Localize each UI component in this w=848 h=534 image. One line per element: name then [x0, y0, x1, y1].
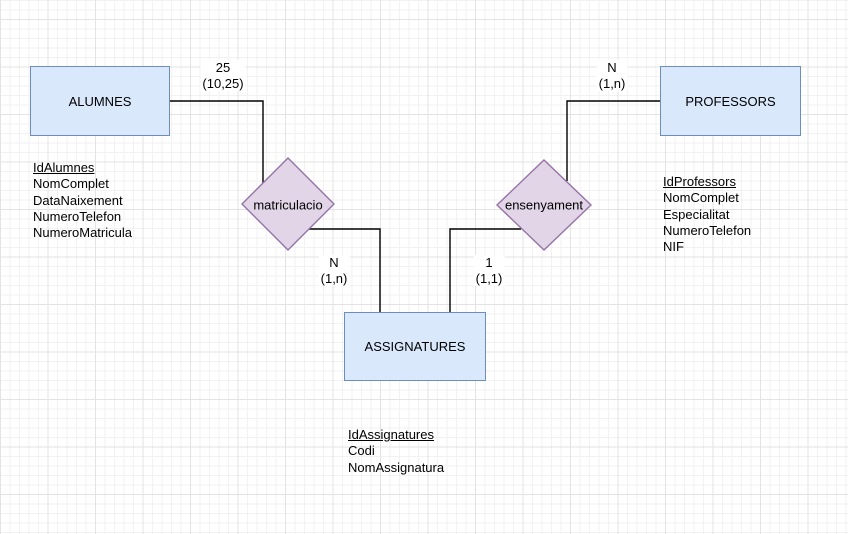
attribute-list-assignatures[interactable]: IdAssignatures Codi NomAssignatura	[348, 427, 444, 476]
connector-alumnes-matriculacio[interactable]	[170, 100, 264, 184]
relationship-label-matriculacio[interactable]: matriculacio	[253, 197, 323, 213]
cardinality-value: N	[329, 255, 339, 270]
attribute-item: NIF	[663, 239, 684, 255]
entity-assignatures-label: ASSIGNATURES	[364, 339, 466, 354]
cardinality-value: 1	[485, 255, 493, 270]
attribute-item: Codi	[348, 443, 375, 459]
attribute-item: NomAssignatura	[348, 459, 445, 475]
attribute-list-alumnes[interactable]: IdAlumnes NomComplet DataNaixement Numer…	[33, 160, 132, 241]
cardinality-professors-ensenyament[interactable]: N (1,n)	[596, 60, 628, 91]
cardinality-value: 25	[215, 60, 231, 75]
attribute-pk-assignatures: IdAssignatures	[348, 427, 434, 442]
entity-professors-label: PROFESSORS	[685, 93, 776, 109]
attribute-item: NomComplet	[663, 190, 739, 206]
entity-alumnes-label: ALUMNES	[68, 93, 132, 109]
attribute-item: NumeroTelefon	[663, 222, 752, 238]
entity-assignatures[interactable]: ASSIGNATURES	[344, 312, 486, 381]
attribute-item: NumeroTelefon	[33, 208, 122, 224]
cardinality-range: (1,n)	[320, 270, 348, 286]
cardinality-range: (10,25)	[202, 75, 244, 91]
connector-matriculacio-assignatures[interactable]	[309, 228, 381, 312]
cardinality-ensenyament-assignatures[interactable]: 1 (1,1)	[473, 255, 505, 286]
cardinality-range: (1,n)	[598, 75, 626, 91]
cardinality-value: N	[607, 60, 617, 75]
cardinality-matriculacio-assignatures[interactable]: N (1,n)	[318, 255, 350, 286]
attribute-item: DataNaixement	[33, 192, 123, 208]
cardinality-range: (1,1)	[475, 270, 503, 286]
connector-ensenyament-assignatures[interactable]	[449, 228, 521, 312]
entity-professors[interactable]: PROFESSORS	[660, 66, 801, 136]
attribute-item: NomComplet	[33, 176, 109, 192]
relationship-label-ensenyament[interactable]: ensenyament	[504, 197, 584, 213]
relationship-diamond-matriculacio[interactable]	[241, 157, 335, 251]
attribute-item: NumeroMatricula	[33, 225, 132, 241]
attribute-list-professors[interactable]: IdProfessors NomComplet Especialitat Num…	[663, 174, 751, 255]
relationship-diamond-ensenyament[interactable]	[495, 159, 593, 251]
attribute-item: Especialitat	[663, 206, 730, 222]
cardinality-alumnes-matriculacio[interactable]: 25 (10,25)	[200, 60, 246, 91]
connector-professors-ensenyament[interactable]	[566, 100, 660, 181]
attribute-pk-professors: IdProfessors	[663, 174, 736, 189]
entity-alumnes[interactable]: ALUMNES	[30, 66, 170, 136]
attribute-pk-alumnes: IdAlumnes	[33, 160, 95, 175]
